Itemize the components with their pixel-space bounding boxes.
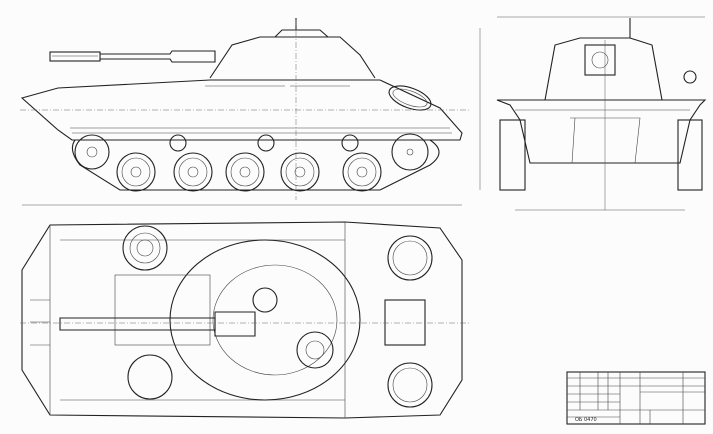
- road-wheel: [285, 157, 315, 187]
- top-view: [20, 221, 470, 419]
- road-wheel: [356, 166, 368, 178]
- road-wheel: [342, 152, 382, 192]
- road-wheel: [347, 157, 377, 187]
- title-block: ОБ 0470: [566, 371, 706, 425]
- road-wheel: [239, 166, 251, 178]
- document-code: ОБ 0470: [575, 417, 597, 423]
- road-wheel: [225, 152, 265, 192]
- road-wheel: [230, 157, 260, 187]
- road-wheel: [116, 152, 156, 192]
- road-wheel: [178, 157, 208, 187]
- road-wheel: [130, 166, 142, 178]
- front-view: [496, 16, 707, 211]
- side-view: [20, 18, 481, 206]
- road-wheel: [173, 152, 213, 192]
- road-wheel: [294, 166, 306, 178]
- road-wheel: [280, 152, 320, 192]
- road-wheel: [187, 166, 199, 178]
- road-wheel: [121, 157, 151, 187]
